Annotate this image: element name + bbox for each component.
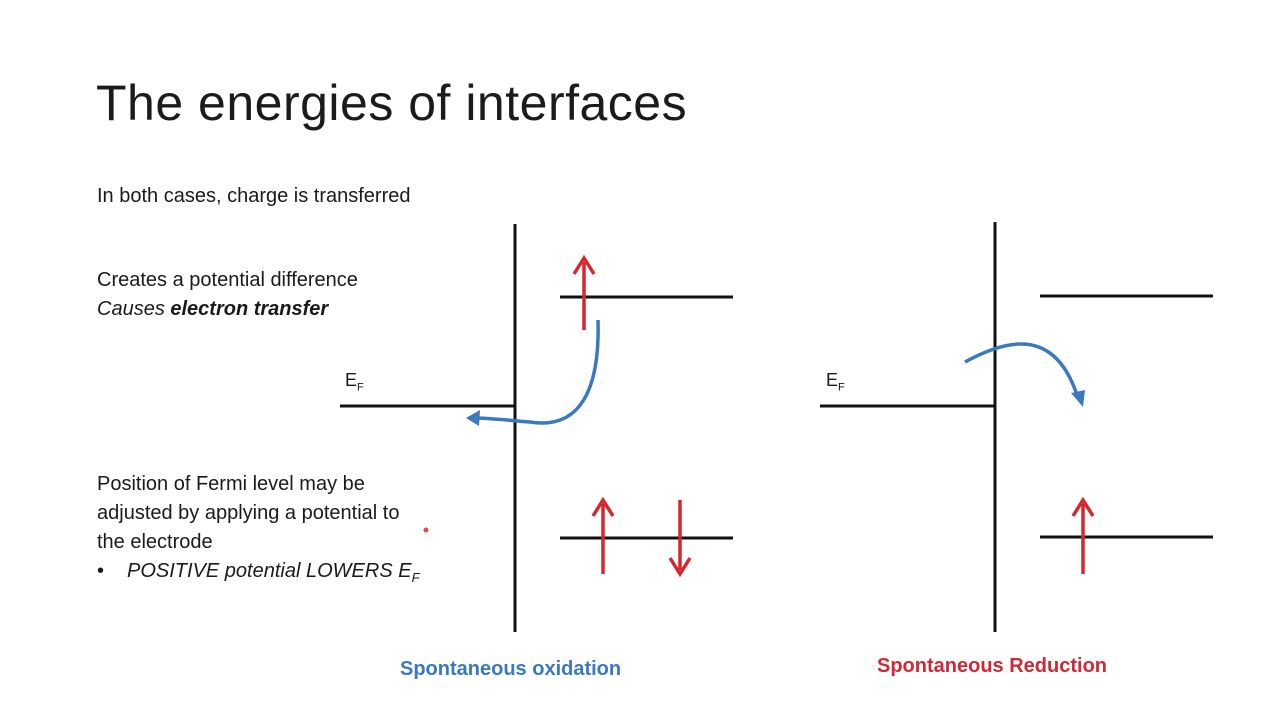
fermi-note-line2: adjusted by applying a potential to	[97, 502, 400, 524]
slide-title: The energies of interfaces	[96, 75, 688, 131]
electron-transfer-arrow	[964, 342, 1080, 399]
bullet-text-sub: F	[411, 570, 420, 585]
oxidation-label: Spontaneous oxidation	[400, 658, 622, 680]
ef-main: E	[826, 370, 839, 390]
electron-transfer-arrowhead	[466, 410, 480, 426]
potential-note-line1: Creates a potential difference	[97, 269, 358, 291]
potential-note-prefix: Causes	[97, 298, 171, 320]
ef-main: E	[345, 370, 358, 390]
bullet-text: POSITIVE potential LOWERS EF	[127, 557, 420, 592]
electron-transfer-arrowhead	[1071, 390, 1085, 407]
fermi-note-line1: Position of Fermi level may be	[97, 473, 365, 495]
electron-transfer-arrow	[471, 319, 600, 425]
bullet-dot: •	[97, 560, 105, 582]
subtitle-text: In both cases, charge is transferred	[97, 185, 411, 207]
oxidation-diagram	[340, 224, 733, 632]
ef-sub: F	[838, 381, 845, 394]
laser-pointer-dot	[423, 527, 429, 533]
potential-note-line2: Causes electron transfer	[97, 295, 358, 324]
fermi-note-line3: the electrode	[97, 531, 213, 553]
bullet-text-main: POSITIVE potential LOWERS E	[127, 560, 412, 582]
fermi-level-label-left: EF	[345, 370, 364, 394]
fermi-note: Position of Fermi level may be adjusted …	[97, 470, 457, 592]
reduction-label: Spontaneous Reduction	[877, 655, 1107, 677]
fermi-level-label-right: EF	[826, 370, 845, 394]
reduction-diagram	[820, 222, 1213, 632]
ef-sub: F	[357, 381, 364, 394]
fermi-bullet: • POSITIVE potential LOWERS EF	[97, 557, 457, 592]
electron-down-arrow-lower	[668, 500, 692, 578]
potential-note: Creates a potential difference Causes el…	[97, 266, 358, 324]
electron-up-arrow-upper	[572, 254, 596, 330]
electron-up-arrow-lower	[591, 496, 615, 574]
potential-note-bold: electron transfer	[170, 298, 329, 320]
electron-up-arrow-lower	[1071, 496, 1095, 574]
